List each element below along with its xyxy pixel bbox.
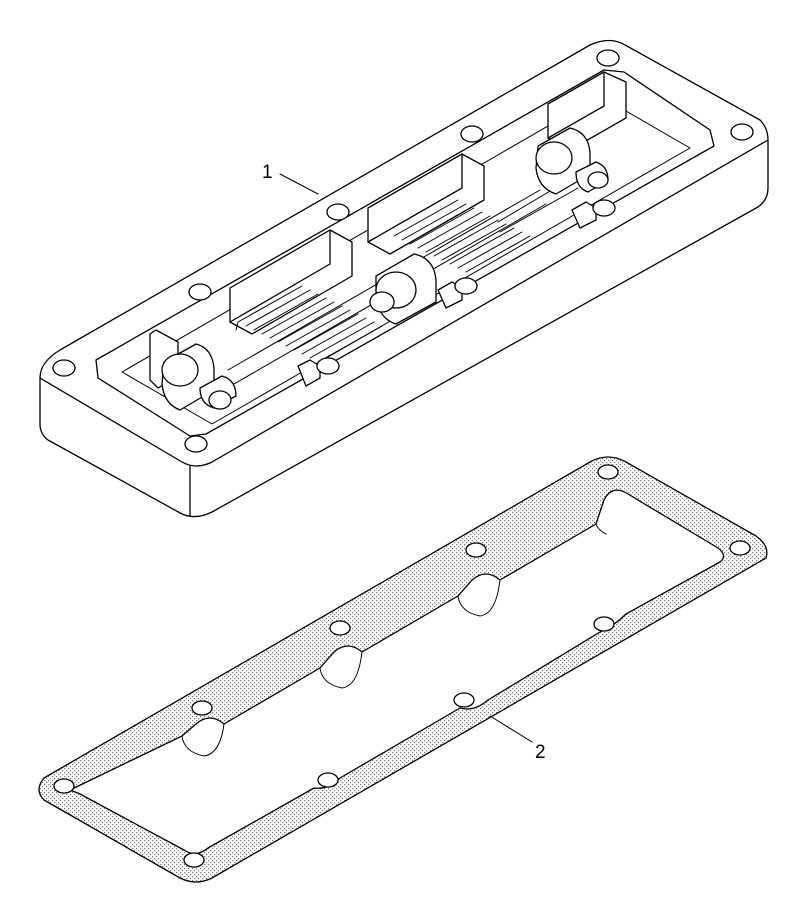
callout-label-2: 2 xyxy=(535,742,546,763)
shaft-left xyxy=(161,343,237,411)
gasket-bolt-holes xyxy=(53,464,751,868)
gasket-boss-outlines xyxy=(181,523,607,757)
shaft-center xyxy=(369,253,437,325)
cover-shafts xyxy=(161,127,609,411)
cover-bolt-holes xyxy=(52,49,754,453)
gasket xyxy=(38,456,768,883)
shaft-right xyxy=(535,127,609,195)
callout-1: 1 xyxy=(262,162,319,195)
callout-2: 2 xyxy=(489,715,546,763)
cover-housing xyxy=(39,39,769,518)
leader-line-1 xyxy=(279,173,319,195)
cover-fins-left xyxy=(235,285,383,363)
leader-line-2 xyxy=(489,715,533,743)
gasket-body xyxy=(38,456,768,883)
callout-label-1: 1 xyxy=(262,162,273,183)
cover-fins-right xyxy=(393,199,531,273)
cover-top-edge xyxy=(39,139,769,467)
